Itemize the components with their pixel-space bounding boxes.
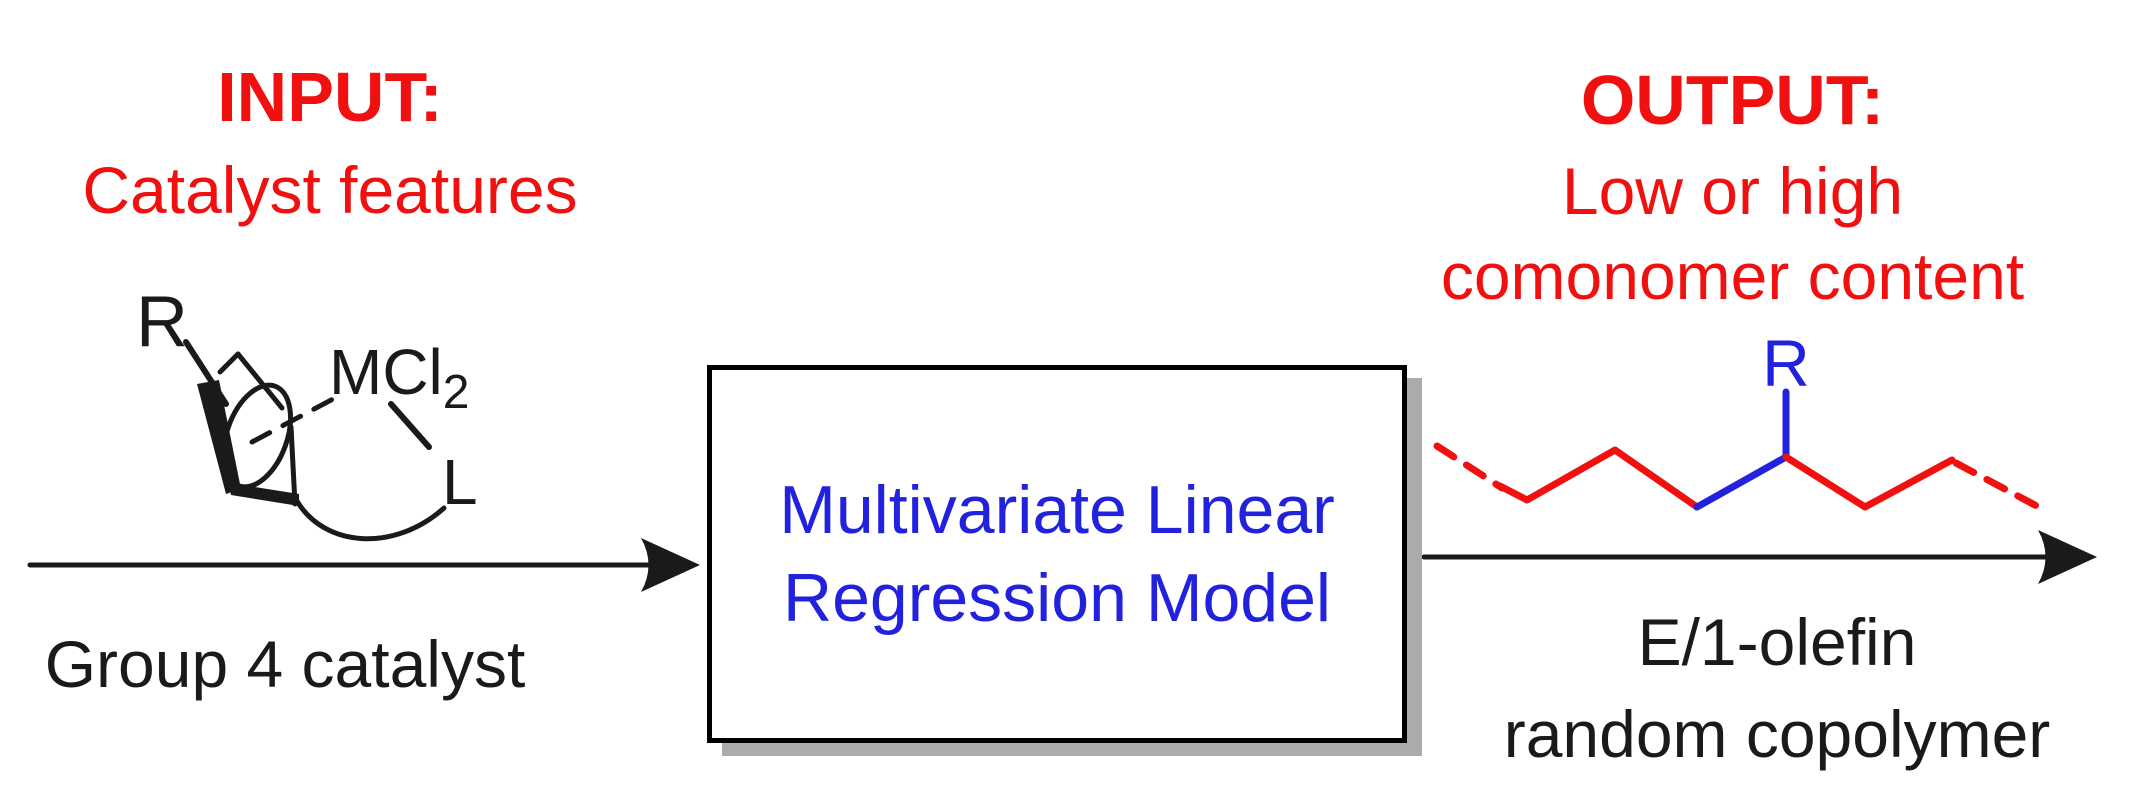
catalyst-ligand-label: L: [442, 446, 478, 518]
input-subheading: Catalyst features: [82, 152, 578, 227]
chain-red-left-segment: [1496, 446, 1701, 511]
input-heading: INPUT:: [217, 58, 443, 136]
output-caption-line2: random copolymer: [1503, 697, 2051, 772]
model-box-line1: Multivariate Linear: [779, 471, 1335, 548]
copolymer-chain: [1433, 388, 2052, 516]
output-heading: OUTPUT:: [1580, 61, 1885, 139]
metal-subscript: 2: [442, 365, 470, 419]
chain-right-dashed-end: [1952, 459, 2052, 516]
ligand-bridge-arc: [294, 498, 447, 542]
catalyst-r-label: R: [136, 282, 188, 362]
chain-blue-comonomer-segment: [1693, 388, 1790, 511]
output-caption-line1: E/1-olefin: [1637, 605, 1917, 679]
input-caption: Group 4 catalyst: [44, 627, 526, 701]
cp-ring-aromatic-circle: [220, 382, 294, 490]
output-arrow: [1421, 530, 2097, 584]
metal-ligand-bond: [388, 401, 432, 450]
output-arrowhead: [2038, 530, 2097, 584]
cp-ring-top-right-edge: [235, 351, 285, 411]
output-subheading-line2: comonomer content: [1440, 239, 2025, 314]
chain-red-right-segment: [1782, 453, 1956, 511]
cp-ring-left-wedge-bond: [197, 380, 241, 494]
input-arrow: [27, 538, 700, 592]
output-caption: E/1-olefin random copolymer: [1452, 596, 2102, 781]
input-header: INPUT: Catalyst features: [10, 57, 650, 233]
output-subheading-line1: Low or high: [1561, 153, 1904, 228]
cp-ring-right-edge: [288, 424, 298, 507]
cp-ring-top-left-edge: [217, 351, 241, 375]
input-arrowhead: [641, 538, 700, 592]
polymer-r-label: R: [1762, 326, 1810, 400]
chain-left-dashed-end: [1433, 442, 1506, 492]
regression-model-box: Multivariate Linear Regression Model: [707, 365, 1407, 743]
catalyst-structure: [183, 339, 447, 542]
catalyst-metal-label: MCl2: [329, 340, 469, 417]
ring-metal-dashed-bond: [249, 396, 336, 445]
model-box-line2: Regression Model: [782, 560, 1332, 636]
output-header: OUTPUT: Low or high comonomer content: [1405, 60, 2060, 320]
metal-symbol: MCl: [329, 336, 443, 408]
